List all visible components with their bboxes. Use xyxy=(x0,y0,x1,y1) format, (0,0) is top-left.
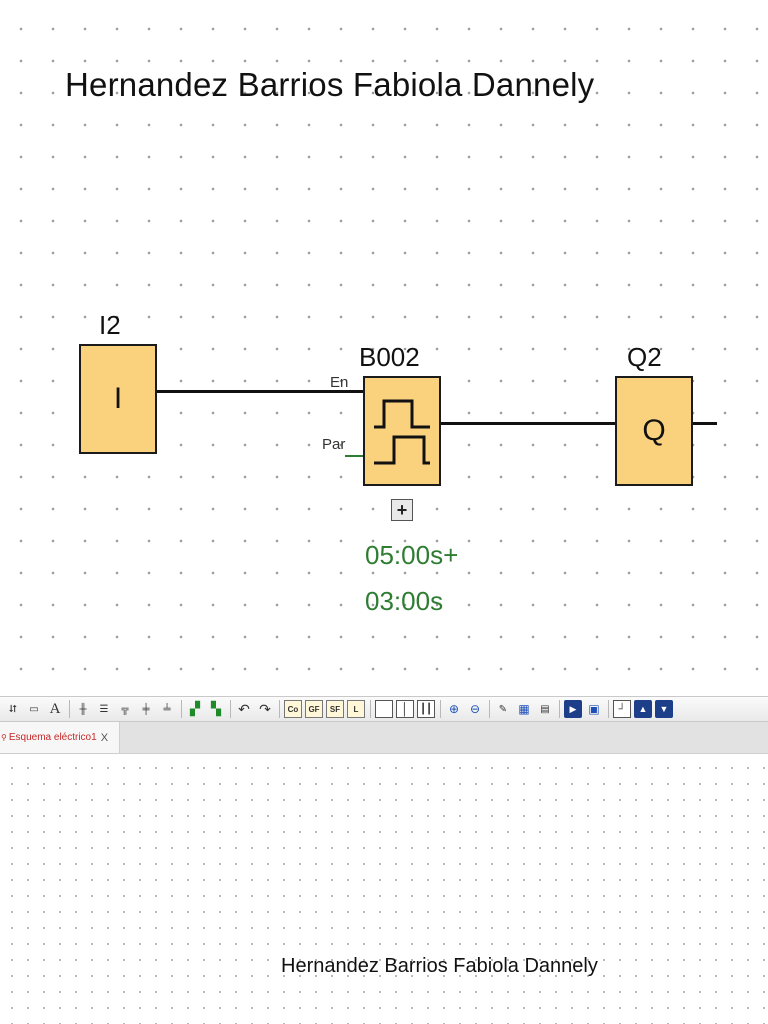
editor-toolbar: ⮃ ▭ A ╫ ☰ ╦ ╪ ╧ ▞ ▚ ↶ ↷ Co GF SF L │ ┃┃ … xyxy=(0,696,768,722)
timer-block-name: B002 xyxy=(359,342,420,372)
pin-label-par: Par xyxy=(322,436,346,453)
toolbar-separator xyxy=(370,700,371,718)
toolbar-separator xyxy=(559,700,560,718)
output-block-name: Q2 xyxy=(627,342,662,372)
document-tab-bar: ⚲ Esquema eléctrico1 X xyxy=(0,722,768,754)
zoom-in-icon[interactable]: ⊕ xyxy=(448,702,460,716)
timer-param-off-time: 03:00s xyxy=(365,586,444,616)
tab-label: Esquema eléctrico1 xyxy=(8,732,97,743)
toolbar-separator xyxy=(230,700,231,718)
text-tool-button[interactable]: A xyxy=(46,700,64,718)
toolbar-separator xyxy=(440,700,441,718)
secondary-author-title: Hernandez Barrios Fabiola Dannely xyxy=(281,955,598,977)
diagram-canvas[interactable]: Hernandez Barrios Fabiola Dannely I2 I B… xyxy=(0,0,768,696)
ladder-diagram-icon: ⚲ xyxy=(1,732,7,742)
output-block-q2[interactable]: Q xyxy=(615,376,693,486)
align-top-icon[interactable]: ╦ xyxy=(121,703,129,715)
signal-icon[interactable]: ┘ xyxy=(613,700,631,718)
online-test-icon[interactable]: ▣ xyxy=(588,702,600,716)
wire-i2-to-en[interactable] xyxy=(157,390,364,393)
input-block-i2[interactable]: I xyxy=(79,344,157,454)
block-tool-icon[interactable]: ▭ xyxy=(29,703,39,715)
connect-tool-icon[interactable]: ⮃ xyxy=(9,703,17,715)
toolbar-separator xyxy=(608,700,609,718)
zoom-out-icon[interactable]: ⊖ xyxy=(469,702,481,716)
gf-button[interactable]: GF xyxy=(305,700,323,718)
wire-q2-out xyxy=(693,422,717,425)
simulation-icon[interactable]: ▶ xyxy=(564,700,582,718)
cut-wire-icon[interactable]: ╧ xyxy=(163,703,171,715)
sf-button[interactable]: SF xyxy=(326,700,344,718)
toolbar-separator xyxy=(489,700,490,718)
plus-icon: + xyxy=(396,500,408,520)
l-button[interactable]: L xyxy=(347,700,365,718)
split-view-icon[interactable]: │ xyxy=(396,700,414,718)
timer-param-on-time: 05:00s+ xyxy=(365,540,459,570)
text-tool-icon: A xyxy=(49,700,61,717)
expand-parameters-button[interactable]: + xyxy=(391,499,413,521)
input-block-name: I2 xyxy=(99,310,121,340)
wire-b002-to-q2[interactable] xyxy=(441,422,616,425)
author-title: Hernandez Barrios Fabiola Dannely xyxy=(65,66,595,103)
close-icon[interactable]: X xyxy=(100,731,109,744)
pen-icon[interactable]: ✎ xyxy=(498,703,508,715)
upload-icon[interactable]: ▲ xyxy=(634,700,652,718)
grid-icon[interactable]: ▦ xyxy=(518,702,530,716)
download-icon[interactable]: ▼ xyxy=(655,700,673,718)
undo-icon[interactable]: ↶ xyxy=(238,700,250,717)
toolbar-separator xyxy=(69,700,70,718)
layout-icon[interactable]: ▤ xyxy=(540,703,550,715)
align-left-icon[interactable]: ☰ xyxy=(99,703,109,715)
wire-par-stub xyxy=(345,455,364,457)
pulse-timer-icon xyxy=(374,399,430,465)
tab-esquema-electrico1[interactable]: ⚲ Esquema eléctrico1 X xyxy=(0,722,120,753)
secondary-diagram-canvas[interactable] xyxy=(0,754,768,1024)
output-block-symbol: Q xyxy=(642,414,666,447)
ungroup-icon[interactable]: ▞ xyxy=(190,701,200,716)
input-block-symbol: I xyxy=(113,382,123,415)
pin-label-en: En xyxy=(330,374,349,391)
timer-block-b002[interactable] xyxy=(363,376,441,486)
constants-button[interactable]: Co xyxy=(284,700,302,718)
redo-icon[interactable]: ↷ xyxy=(259,700,271,717)
toolbar-separator xyxy=(181,700,182,718)
toolbar-separator xyxy=(279,700,280,718)
triple-view-icon[interactable]: ┃┃ xyxy=(417,700,435,718)
split-wire-icon[interactable]: ╫ xyxy=(79,703,87,715)
single-view-icon[interactable] xyxy=(375,700,393,718)
distribute-icon[interactable]: ╪ xyxy=(142,703,150,715)
group-icon[interactable]: ▚ xyxy=(211,701,221,716)
